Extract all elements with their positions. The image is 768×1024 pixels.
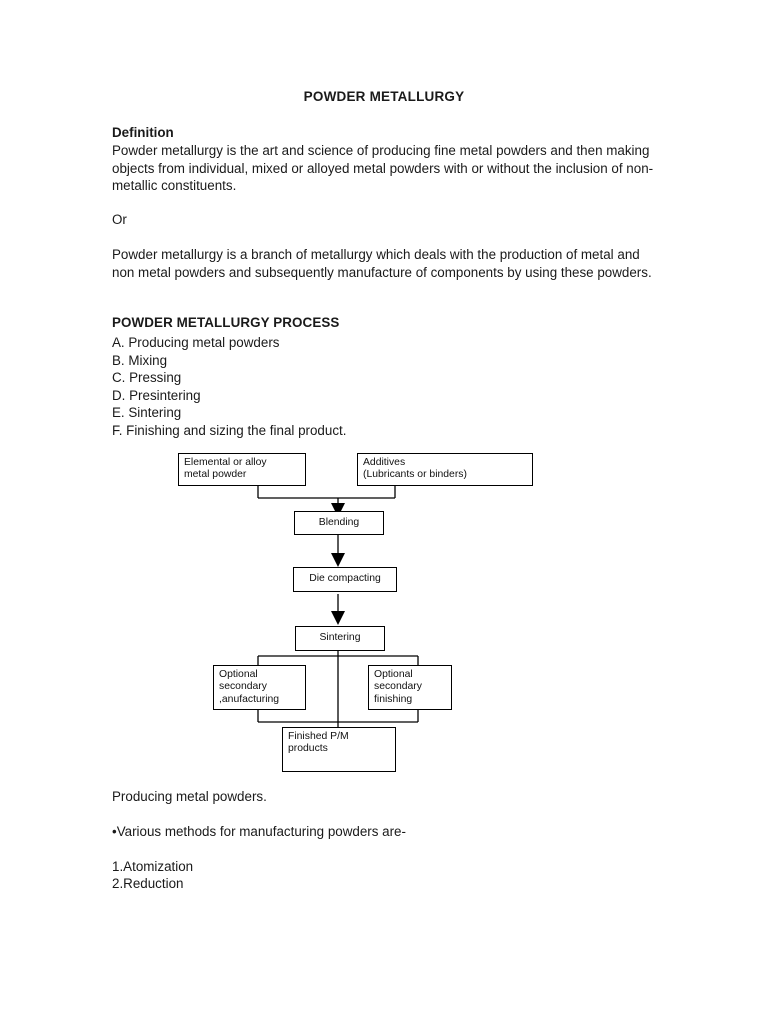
flow-box-optional-secondary-manufacturing: Optional secondary ,anufacturing — [213, 665, 306, 710]
list-item: A. Producing metal powders — [112, 335, 280, 350]
process-heading: POWDER METALLURGY PROCESS — [112, 315, 340, 330]
closing-line-producing: Producing metal powders. — [112, 789, 267, 804]
list-item: C. Pressing — [112, 370, 182, 386]
process-step-list: A. Producing metal powders B. Mixing C. … — [112, 334, 346, 440]
spacer — [112, 806, 406, 823]
arrowhead-die-compacting — [331, 553, 345, 567]
methods-list: 1.Atomization 2.Reduction — [112, 858, 406, 894]
flow-box-optional-secondary-finishing: Optional secondary finishing — [368, 665, 452, 710]
list-item: D. Presintering — [112, 387, 201, 403]
arrowhead-sintering — [331, 611, 345, 625]
list-item: 1.Atomization — [112, 858, 194, 874]
alternate-definition-text: Powder metallurgy is a branch of metallu… — [112, 247, 652, 280]
list-item: 2.Reduction — [112, 876, 184, 892]
definition-text: Powder metallurgy is the art and science… — [112, 142, 654, 194]
closing-section: Producing metal powders. •Various method… — [112, 788, 406, 893]
flow-box-finished-pm-products: Finished P/M products — [282, 727, 396, 772]
flow-box-elemental-powder: Elemental or alloy metal powder — [178, 453, 306, 486]
definition-heading: Definition — [112, 125, 174, 140]
closing-line-methods: •Various methods for manufacturing powde… — [112, 823, 406, 839]
page-title: POWDER METALLURGY — [303, 89, 465, 104]
flow-box-die-compacting: Die compacting — [293, 567, 397, 592]
or-separator: Or — [112, 212, 127, 227]
flow-box-additives: Additives (Lubricants or binders) — [357, 453, 533, 486]
list-item: B. Mixing — [112, 352, 168, 368]
flow-box-sintering: Sintering — [295, 626, 385, 651]
flow-box-blending: Blending — [294, 511, 384, 535]
list-item: F. Finishing and sizing the final produc… — [112, 422, 347, 438]
arrowhead-blending — [331, 503, 345, 517]
definition-section: Definition Powder metallurgy is the art … — [112, 124, 657, 195]
list-item: E. Sintering — [112, 405, 182, 421]
